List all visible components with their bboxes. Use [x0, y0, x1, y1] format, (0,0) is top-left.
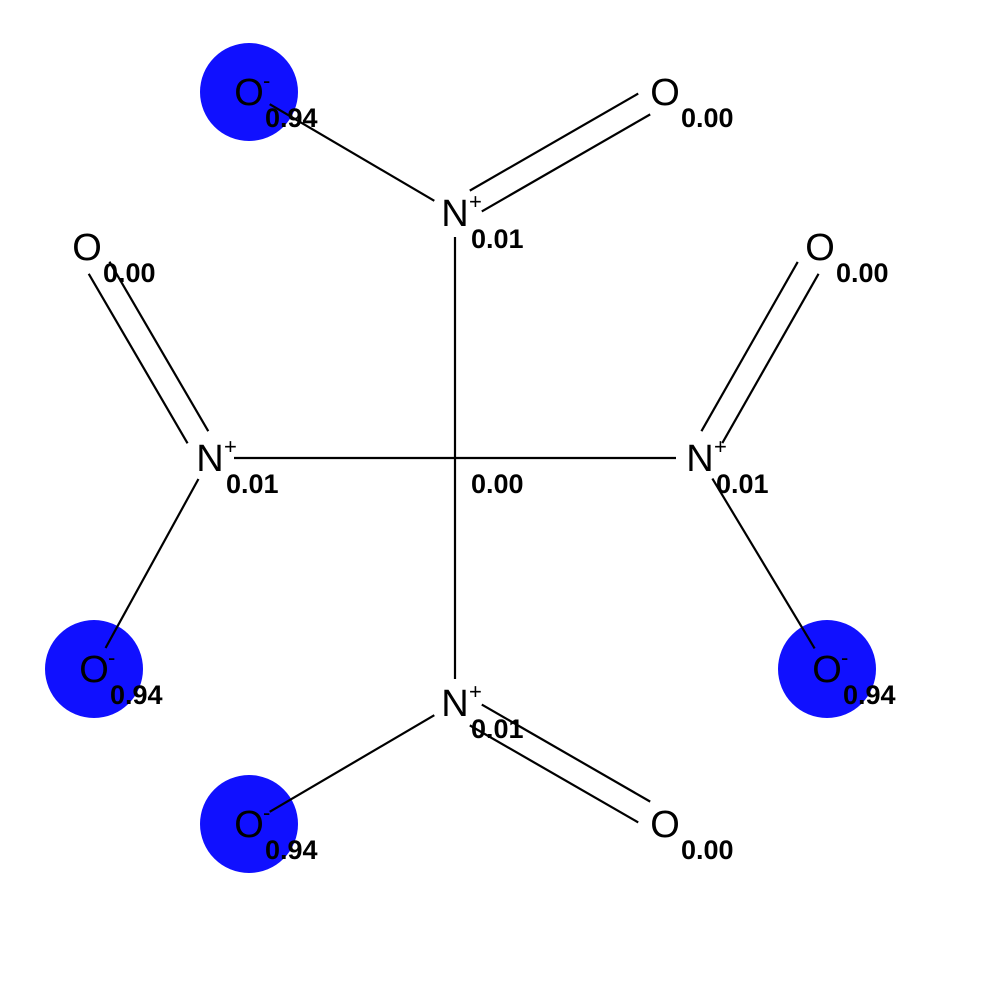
atom-charge-o2b: - — [108, 645, 115, 670]
highlight-layer — [45, 43, 876, 873]
atom-value-o3b: 0.94 — [843, 680, 896, 710]
bond-n2-o2a-line-1 — [108, 261, 210, 432]
bond-n4-o4b-line-2 — [481, 703, 651, 803]
atom-label-o4a: O — [234, 804, 264, 846]
atom-label-n4: N — [441, 683, 468, 725]
atom-label-o4b: O — [650, 804, 680, 846]
atom-charge-o1a: - — [263, 68, 270, 93]
atom-charge-o4a: - — [263, 800, 270, 825]
atom-label-o1a: O — [234, 72, 264, 114]
atom-charge-o3b: - — [841, 645, 848, 670]
atom-value-o4a: 0.94 — [265, 835, 318, 865]
atom-label-o3a: O — [805, 227, 835, 269]
atom-charge-n1: + — [469, 189, 482, 214]
bond-n2-o2b — [104, 478, 200, 649]
atom-highlight-o1a — [200, 43, 298, 141]
atom-label-o3b: O — [812, 649, 842, 691]
bond-n2-o2a-line-2 — [87, 273, 189, 444]
bond-n1-o1b-line-2 — [469, 92, 639, 192]
atom-label-o1b: O — [650, 72, 680, 114]
bond-n3-o3a-line-2 — [700, 261, 799, 432]
bond-n1-o1b-line-1 — [481, 113, 651, 213]
atom-value-n3: 0.01 — [716, 469, 769, 499]
atom-label-n3: N — [686, 438, 713, 480]
atom-highlight-o3b — [778, 620, 876, 718]
bond-layer — [87, 92, 820, 824]
atom-value-n4: 0.01 — [471, 714, 524, 744]
atom-label-n1: N — [441, 193, 468, 235]
atom-charge-n2: + — [224, 434, 237, 459]
atom-value-n1: 0.01 — [471, 224, 524, 254]
atom-charge-n3: + — [714, 434, 727, 459]
atom-label-o2b: O — [79, 649, 109, 691]
atom-value-o2b: 0.94 — [110, 680, 163, 710]
atom-value-o2a: 0.00 — [103, 258, 156, 288]
atom-highlight-o4a — [200, 775, 298, 873]
atom-value-n2: 0.01 — [226, 469, 279, 499]
atom-layer: 0.00N+0.01N+0.01N+0.01N+0.01O-0.94O0.00O… — [72, 68, 895, 865]
atom-value-o1a: 0.94 — [265, 103, 318, 133]
atom-value-o4b: 0.00 — [681, 835, 734, 865]
bond-n4-o4b-line-1 — [469, 724, 639, 824]
atom-highlight-o2b — [45, 620, 143, 718]
atom-value-c: 0.00 — [471, 469, 524, 499]
bond-n4-o4a — [269, 714, 435, 813]
bond-n3-o3b — [711, 477, 816, 650]
atom-label-n2: N — [196, 438, 223, 480]
bond-n3-o3a-line-1 — [721, 273, 820, 444]
atom-charge-n4: + — [469, 679, 482, 704]
atom-label-o2a: O — [72, 227, 102, 269]
atom-value-o3a: 0.00 — [836, 258, 889, 288]
atom-value-o1b: 0.00 — [681, 103, 734, 133]
bond-n1-o1a — [269, 103, 435, 202]
